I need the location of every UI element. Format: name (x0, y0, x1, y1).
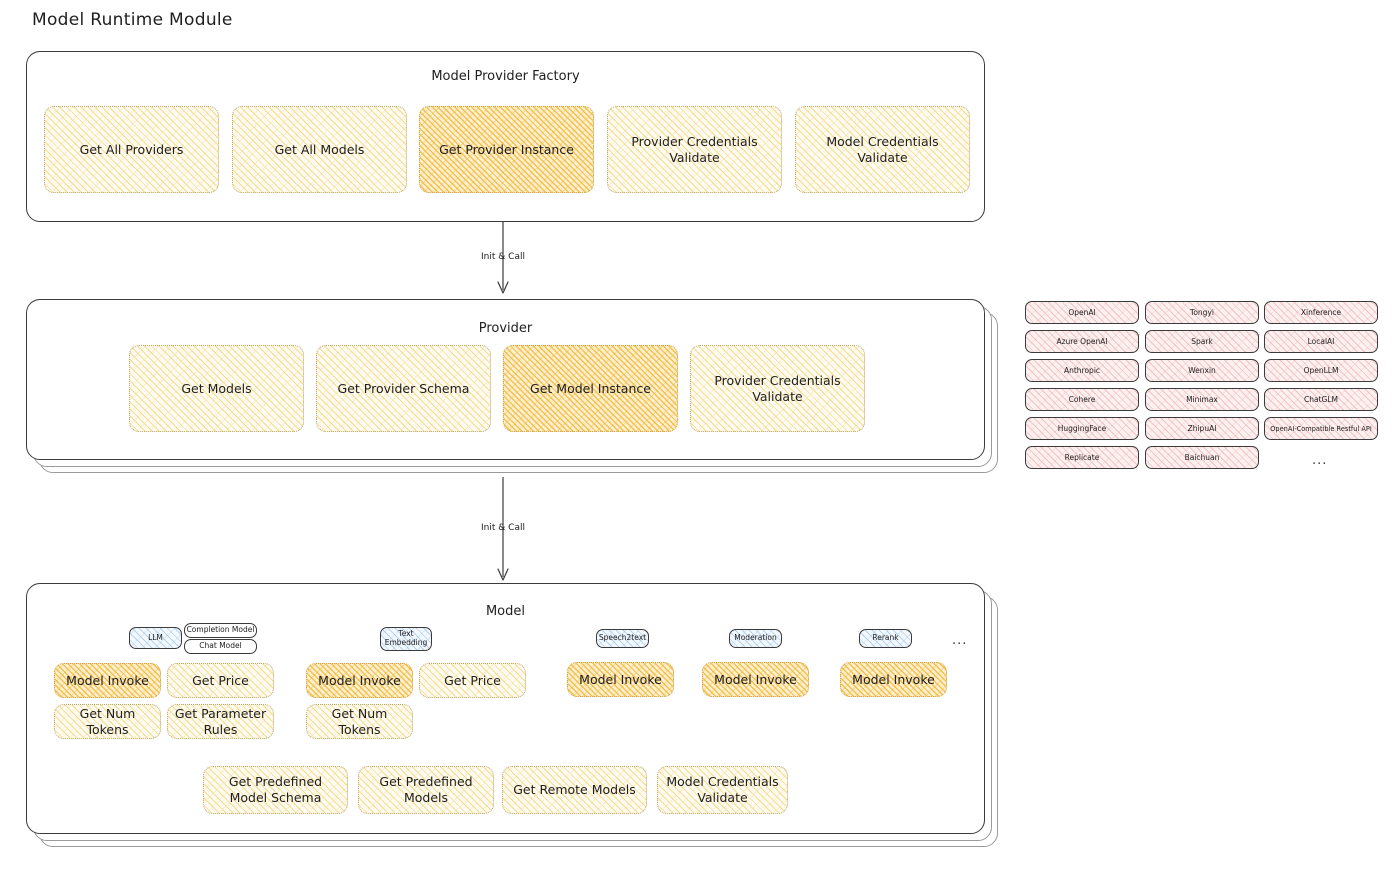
provider-chip-zhipuai[interactable]: ZhipuAI (1145, 417, 1259, 440)
card-get-all-models[interactable]: Get All Models (232, 106, 407, 193)
provider-chip-baichuan[interactable]: Baichuan (1145, 446, 1259, 469)
arrow-factory-to-provider (497, 222, 509, 294)
card-get-remote-models[interactable]: Get Remote Models (502, 766, 647, 814)
card-get-predefined-model-schema[interactable]: Get Predefined Model Schema (203, 766, 348, 814)
provider-chip-wenxin[interactable]: Wenxin (1145, 359, 1259, 382)
model-type-rerank[interactable]: Rerank (859, 629, 912, 648)
card-speech2text-model-invoke[interactable]: Model Invoke (567, 662, 674, 697)
model-types-more-ellipsis: ... (952, 633, 968, 648)
card-model-credentials-validate[interactable]: Model Credentials Validate (795, 106, 970, 193)
provider-title: Provider (478, 321, 533, 336)
provider-chip-localai[interactable]: LocalAI (1264, 330, 1378, 353)
card-get-provider-instance[interactable]: Get Provider Instance (419, 106, 594, 193)
card-get-provider-schema[interactable]: Get Provider Schema (316, 345, 491, 432)
card-provider-credentials-validate-2[interactable]: Provider Credentials Validate (690, 345, 865, 432)
arrow-label-init-and-call-2: Init & Call (481, 523, 525, 533)
card-text-embedding-get-num-tokens[interactable]: Get Num Tokens (306, 704, 413, 739)
card-rerank-model-invoke[interactable]: Model Invoke (840, 662, 947, 697)
provider-chip-openai[interactable]: OpenAI (1025, 301, 1139, 324)
card-llm-model-invoke[interactable]: Model Invoke (54, 663, 161, 698)
card-provider-credentials-validate[interactable]: Provider Credentials Validate (607, 106, 782, 193)
model-type-text-embedding[interactable]: Text Embedding (380, 627, 432, 651)
model-type-llm[interactable]: LLM (129, 627, 182, 649)
model-subtype-completion-model[interactable]: Completion Model (184, 623, 257, 638)
card-text-embedding-get-price[interactable]: Get Price (419, 663, 526, 698)
card-moderation-model-invoke[interactable]: Model Invoke (702, 662, 809, 697)
card-llm-get-num-tokens[interactable]: Get Num Tokens (54, 704, 161, 739)
provider-chip-cohere[interactable]: Cohere (1025, 388, 1139, 411)
card-llm-get-price[interactable]: Get Price (167, 663, 274, 698)
card-get-all-providers[interactable]: Get All Providers (44, 106, 219, 193)
card-model-credentials-validate-2[interactable]: Model Credentials Validate (657, 766, 788, 814)
provider-list-more-ellipsis: ... (1312, 453, 1328, 468)
arrow-label-init-and-call-1: Init & Call (481, 252, 525, 262)
provider-chip-azure-openai[interactable]: Azure OpenAI (1025, 330, 1139, 353)
card-get-predefined-models[interactable]: Get Predefined Models (358, 766, 494, 814)
provider-chip-openllm[interactable]: OpenLLM (1264, 359, 1378, 382)
model-title: Model (485, 604, 526, 619)
card-llm-get-parameter-rules[interactable]: Get Parameter Rules (167, 704, 274, 739)
provider-chip-chatglm[interactable]: ChatGLM (1264, 388, 1378, 411)
card-get-models[interactable]: Get Models (129, 345, 304, 432)
provider-chip-huggingface[interactable]: HuggingFace (1025, 417, 1139, 440)
provider-chip-xinference[interactable]: Xinference (1264, 301, 1378, 324)
model-subtype-chat-model[interactable]: Chat Model (184, 639, 257, 654)
provider-chip-spark[interactable]: Spark (1145, 330, 1259, 353)
provider-chip-tongyi[interactable]: Tongyi (1145, 301, 1259, 324)
model-type-moderation[interactable]: Moderation (729, 629, 782, 648)
card-text-embedding-model-invoke[interactable]: Model Invoke (306, 663, 413, 698)
arrow-provider-to-model (497, 477, 509, 581)
provider-chip-replicate[interactable]: Replicate (1025, 446, 1139, 469)
card-get-model-instance[interactable]: Get Model Instance (503, 345, 678, 432)
provider-chip-openai-compatible-restful-api[interactable]: OpenAI-Compatible Restful API (1264, 417, 1378, 440)
provider-chip-minimax[interactable]: Minimax (1145, 388, 1259, 411)
model-type-speech2text[interactable]: Speech2text (596, 629, 649, 648)
page-title: Model Runtime Module (32, 10, 233, 30)
model-provider-factory-title: Model Provider Factory (431, 69, 580, 84)
provider-chip-anthropic[interactable]: Anthropic (1025, 359, 1139, 382)
